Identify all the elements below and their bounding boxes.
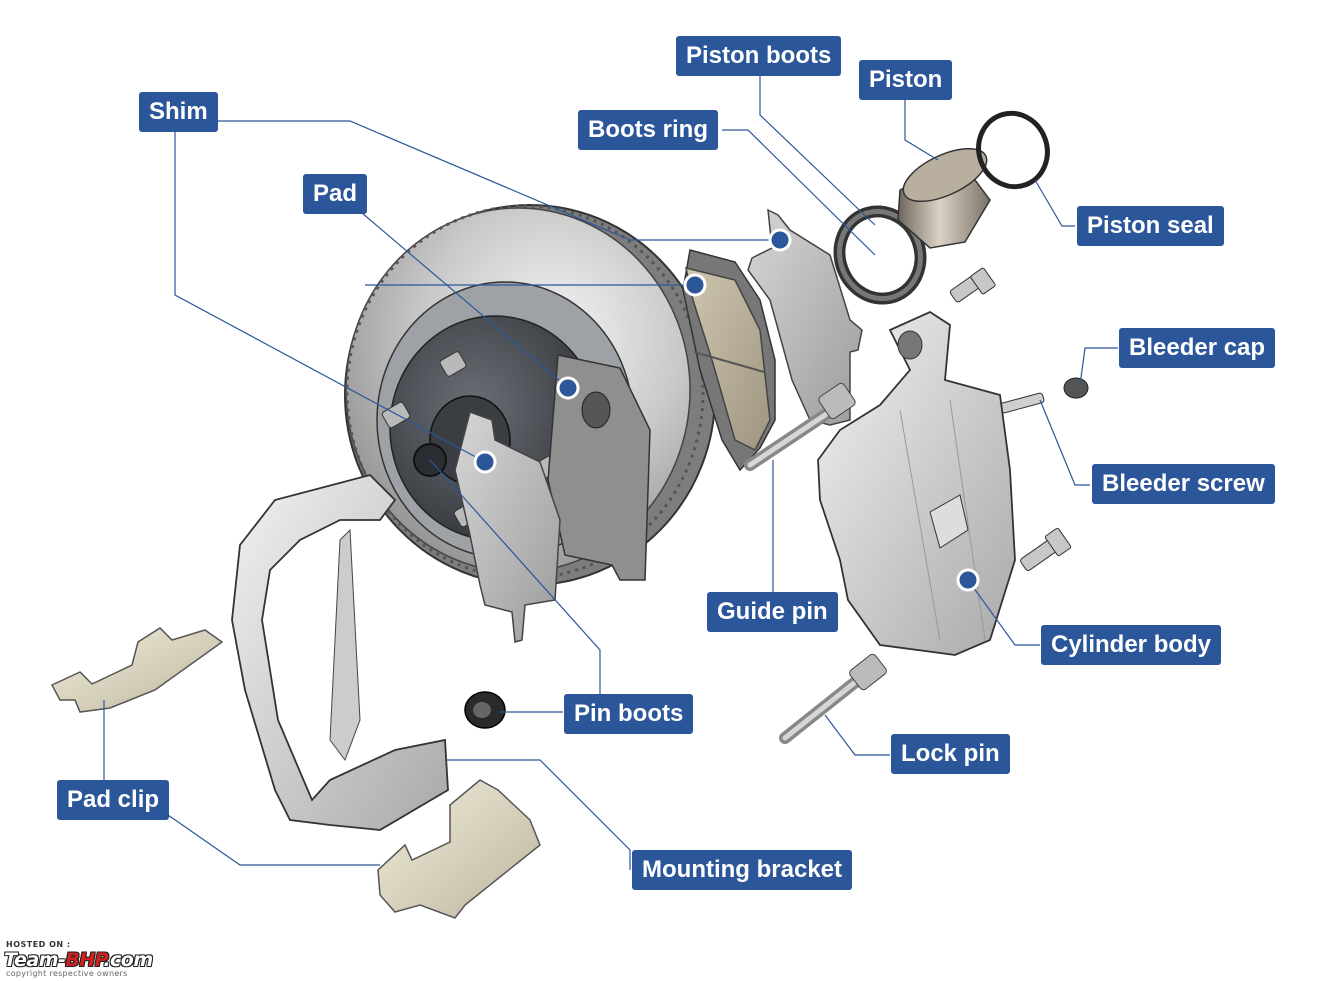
logo-part-com: .com <box>103 949 153 971</box>
label-mounting-bracket: Mounting bracket <box>632 850 853 890</box>
team-bhp-logo: Team-BHP.com <box>4 949 153 971</box>
label-pin-boots: Pin boots <box>564 694 694 734</box>
logo-part-team: Team- <box>4 949 66 971</box>
leader-shim-outer <box>215 120 780 241</box>
watermark-hosted-text: HOSTED ON : <box>6 940 71 949</box>
mounting-bracket-part <box>231 473 449 831</box>
boots-ring-part <box>833 205 927 305</box>
label-boots-ring: Boots ring <box>578 110 718 150</box>
leader-boots-ring <box>722 129 876 256</box>
marker-pad-inner <box>556 376 580 400</box>
leader-piston <box>904 98 939 161</box>
label-cylinder-body: Cylinder body <box>1041 625 1222 665</box>
label-bleeder-screw: Bleeder screw <box>1092 464 1275 504</box>
leader-piston-boots <box>759 74 876 226</box>
leader-bleeder-cap <box>1079 347 1118 386</box>
label-piston: Piston <box>859 60 953 100</box>
label-pad-clip: Pad clip <box>57 780 170 820</box>
leader-lines <box>103 74 1118 870</box>
leader-pad-inner <box>361 212 569 389</box>
leader-pad-clip-lower <box>167 814 380 866</box>
leader-bleeder-screw <box>1039 399 1090 486</box>
label-guide-pin: Guide pin <box>707 592 838 632</box>
team-bhp-watermark: HOSTED ON : Team-BHP.com copyright respe… <box>4 940 194 978</box>
label-lock-pin: Lock pin <box>891 734 1010 774</box>
label-piston-seal: Piston seal <box>1077 206 1224 246</box>
pad-clip-upper-part <box>50 627 224 713</box>
lock-pin-part <box>779 653 887 744</box>
label-shim: Shim <box>139 92 218 132</box>
pad-clip-lower-part <box>377 779 541 919</box>
piston-part <box>897 147 991 249</box>
logo-part-bhp: BHP <box>65 949 104 971</box>
label-pad: Pad <box>303 174 368 214</box>
piston-seal-part <box>976 110 1050 190</box>
marker-shim-inner <box>473 450 497 474</box>
leader-pin-boots-2 <box>429 459 601 695</box>
watermark-copyright-text: copyright respective owners <box>6 969 128 978</box>
leader-piston-seal <box>1034 179 1075 227</box>
label-piston-boots: Piston boots <box>676 36 842 76</box>
outer-shim <box>747 208 863 426</box>
leader-mounting-bracket <box>445 759 631 870</box>
marker-shim-outer <box>768 228 792 252</box>
marker-cylinder-body <box>956 568 980 592</box>
marker-pad-outer <box>683 273 707 297</box>
label-bleeder-cap: Bleeder cap <box>1119 328 1276 368</box>
leader-lock-pin <box>824 714 890 756</box>
outer-pad <box>682 249 776 472</box>
pin-boots-part <box>464 691 506 729</box>
leader-cylinder-body <box>967 579 1040 646</box>
leader-shim-inner <box>174 130 486 463</box>
marker-dots <box>473 228 980 592</box>
guide-pin-part <box>744 382 856 471</box>
caliper-bolts <box>949 267 1072 571</box>
